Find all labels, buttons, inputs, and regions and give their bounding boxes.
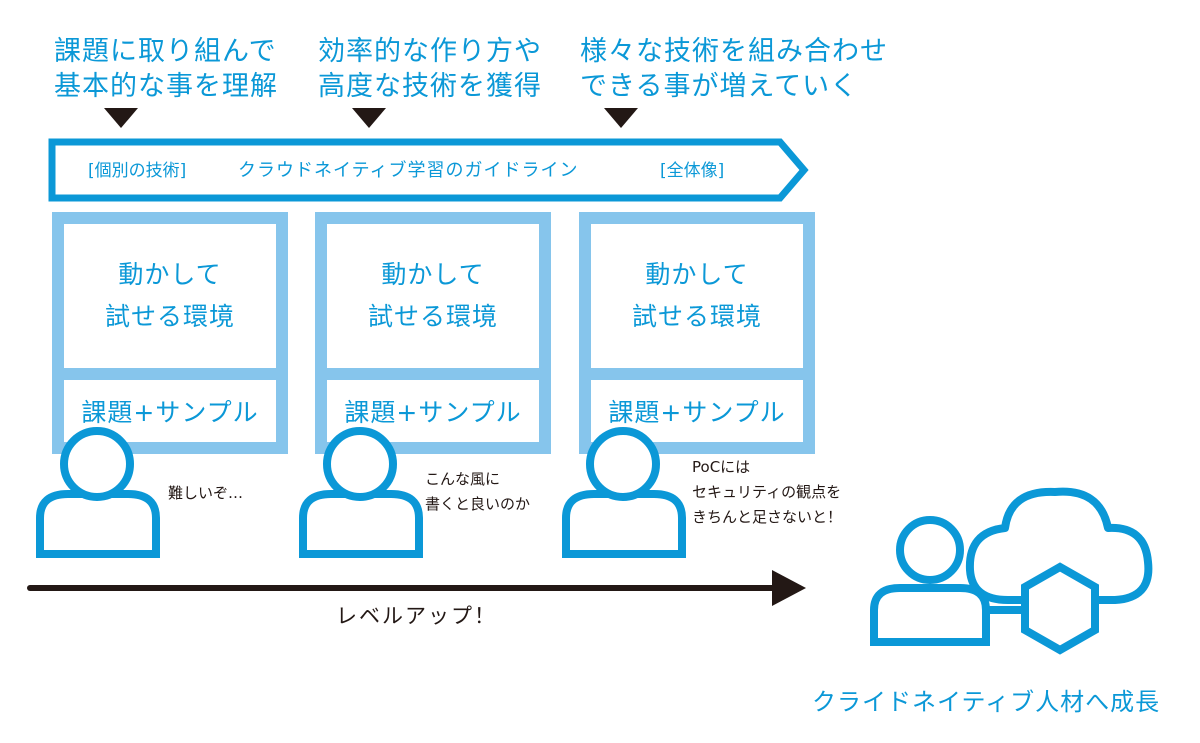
stage-3-env-line-2: 試せる環境 — [631, 302, 762, 331]
level-up-label: レベルアップ！ — [336, 604, 497, 628]
stage-3-divider — [591, 368, 803, 380]
stage-1-environment: 動かして 試せる環境 — [64, 224, 276, 368]
stage-panel-2: 動かして 試せる環境 課題+サンプル — [315, 212, 551, 454]
stage-2-env-line-2: 試せる環境 — [367, 302, 498, 331]
stage-1-task: 課題+サンプル — [81, 398, 259, 427]
learner-1-comment: 難しいぞ… — [168, 481, 243, 506]
stage-2-divider — [327, 368, 539, 380]
person-icon — [870, 516, 990, 646]
learner-1-comment-line-1: 難しいぞ… — [168, 484, 244, 502]
step-2-pointer-icon — [352, 108, 386, 128]
learner-3-comment: PoCには セキュリティの観点を きちんと足さないと！ — [692, 455, 842, 530]
banner-left-tag: [個別の技術] — [88, 161, 187, 181]
step-3-caption-line-1: 様々な技術を組み合わせ — [580, 36, 888, 67]
step-3-caption: 様々な技術を組み合わせ できる事が増えていく — [580, 34, 888, 104]
step-1-caption-line-1: 課題に取り組んで — [54, 36, 277, 67]
stage-1-env-line-1: 動かして — [118, 260, 222, 289]
step-3-pointer-icon — [604, 108, 638, 128]
stage-3-task: 課題+サンプル — [608, 398, 786, 427]
stage-1-divider — [64, 368, 276, 380]
cloud-icon — [965, 487, 1153, 604]
learner-3-comment-line-3: きちんと足さないと！ — [692, 508, 843, 526]
learner-3-comment-line-2: セキュリティの観点を — [692, 483, 842, 501]
banner-right-tag: [全体像] — [660, 161, 725, 181]
stage-1-env-line-2: 試せる環境 — [104, 302, 235, 331]
step-1-pointer-icon — [104, 108, 138, 128]
person-icon — [299, 427, 423, 558]
stage-2-env-line-1: 動かして — [381, 260, 485, 289]
stage-2-environment: 動かして 試せる環境 — [327, 224, 539, 368]
learner-2-comment-line-1: こんな風に — [425, 470, 501, 488]
learner-3-comment-line-1: PoCには — [692, 458, 751, 476]
person-icon — [562, 427, 686, 558]
step-2-caption: 効率的な作り方や 高度な技術を獲得 — [318, 34, 542, 104]
banner-title: クラウドネイティブ学習のガイドライン — [238, 160, 579, 181]
stage-panel-3: 動かして 試せる環境 課題+サンプル — [579, 212, 815, 454]
hexagon-icon — [1021, 562, 1099, 655]
goal-illustration — [870, 487, 1153, 655]
learner-2-comment-line-2: 書くと良いのか — [425, 495, 531, 513]
person-icon — [36, 427, 160, 558]
step-1-caption: 課題に取り組んで 基本的な事を理解 — [54, 34, 278, 104]
step-2-caption-line-1: 効率的な作り方や — [318, 36, 542, 67]
step-2-caption-line-2: 高度な技術を獲得 — [318, 71, 542, 102]
goal-label: クライドネイティブ人材へ成長 — [812, 688, 1161, 716]
learner-2-comment: こんな風に 書くと良いのか — [425, 467, 530, 517]
stage-3-env-line-1: 動かして — [645, 260, 749, 289]
stage-3-environment: 動かして 試せる環境 — [591, 224, 803, 368]
step-3-caption-line-2: できる事が増えていく — [580, 71, 859, 102]
step-1-caption-line-2: 基本的な事を理解 — [54, 71, 278, 102]
stage-panel-1: 動かして 試せる環境 課題+サンプル — [52, 212, 288, 454]
stage-2-task: 課題+サンプル — [344, 398, 522, 427]
